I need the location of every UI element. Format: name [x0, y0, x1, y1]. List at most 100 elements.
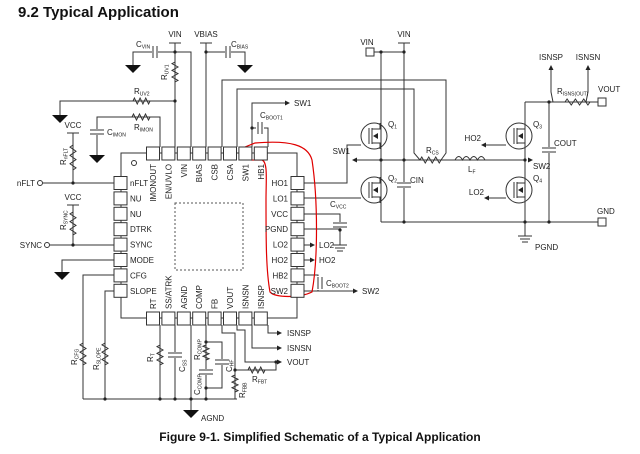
label-isnsp_top: ISNSP [539, 53, 563, 62]
terminal-box [597, 97, 607, 107]
wire [304, 144, 361, 184]
label-ruv2: RUV2 [134, 87, 150, 98]
label-vout_box: VOUT [598, 85, 620, 94]
resistor [131, 112, 151, 122]
label-rcs: RCS [426, 146, 439, 157]
pin-label: PGND [265, 225, 288, 234]
junction-dot [547, 220, 551, 224]
pin-isnsn [238, 311, 253, 326]
ground-symbol [125, 65, 141, 73]
wire [221, 325, 236, 399]
wire [132, 51, 175, 65]
pin-label: BIAS [195, 164, 204, 182]
label-sync_in: SYNC [20, 241, 42, 250]
label-lo2_out: LO2 [319, 241, 335, 250]
resistor [201, 344, 211, 361]
arrow-right-icon [353, 288, 358, 294]
label-rcfg: RCFG [70, 349, 81, 365]
mosfet-q2-arrow [373, 187, 378, 193]
pin-lo2 [290, 237, 305, 252]
arrow-right-icon [528, 157, 533, 163]
junction-dot [204, 50, 208, 54]
terminal-box [597, 217, 607, 227]
pin-label: HO1 [272, 179, 289, 188]
label-vout_out: VOUT [287, 358, 309, 367]
arrow-right-icon [285, 100, 290, 106]
label-rsync: RSYNC [59, 210, 70, 230]
pin-lo1 [290, 191, 305, 206]
resistor [69, 211, 77, 236]
capacitor-gap [199, 369, 213, 375]
pin-label: HB1 [257, 163, 266, 179]
pin-label: IMONOUT [149, 164, 158, 202]
label-rslope: RSLOPE [92, 347, 103, 370]
junction-dot [71, 181, 75, 185]
label-sw1_node: SW1 [333, 147, 351, 156]
mosfet-q1-drain [372, 123, 381, 130]
pin-label: VIN [180, 164, 189, 178]
pin-slope [113, 283, 128, 298]
wire [267, 325, 279, 334]
label-cboot1: CBOOT1 [260, 111, 283, 122]
capacitor-gap [168, 352, 182, 358]
pin-nu [113, 206, 128, 221]
pin-label: NU [130, 210, 142, 219]
pin-ho1 [290, 176, 305, 190]
pin-label: SS/ATRK [164, 275, 173, 309]
capacitor-gap [152, 45, 158, 59]
pin-comp [192, 311, 207, 326]
pin-label: AGND [180, 286, 189, 309]
pin-label: MODE [130, 256, 154, 265]
capacitor-gap [257, 121, 263, 135]
resistor [170, 61, 180, 83]
label-ho2_out: HO2 [319, 256, 336, 265]
wire [174, 43, 192, 147]
pin-label: NU [130, 194, 142, 203]
wire [96, 116, 161, 160]
wire [104, 290, 114, 399]
label-q4: Q4 [533, 174, 542, 185]
arrow-right-icon [277, 330, 282, 336]
pin-mode [113, 253, 128, 267]
pin-hb2 [290, 268, 305, 283]
capacitor-gap [90, 129, 104, 135]
pin-label: EN/UVLO [164, 164, 173, 199]
label-gnd_box: GND [597, 207, 615, 216]
arrow-right-icon [310, 242, 315, 248]
pin-label: CSA [226, 163, 235, 180]
pin-label: CFG [130, 271, 147, 280]
junction-dot [173, 50, 177, 54]
label-nflt_in: nFLT [17, 179, 35, 188]
pin-label: SYNC [130, 241, 152, 250]
wire [236, 325, 279, 363]
thermal-pad [174, 202, 244, 271]
arrow-left-icon [481, 142, 486, 148]
pin-label: VCC [271, 210, 288, 219]
label-ho2_gate: HO2 [465, 134, 482, 143]
terminal-circle [37, 180, 43, 186]
pin-vcc [290, 206, 305, 221]
wire [221, 79, 447, 161]
label-lo2_gate: LO2 [469, 188, 485, 197]
ic-pins [113, 146, 305, 326]
pin-agnd [176, 311, 191, 326]
resistor [155, 344, 165, 366]
mosfet-q3-drain [517, 123, 526, 130]
arrow-left-icon [484, 195, 489, 201]
wire [550, 70, 554, 103]
pin-vout [223, 311, 237, 326]
label-isnsn_top: ISNSN [576, 53, 601, 62]
pin-cfg [113, 268, 128, 283]
label-sw2_node: SW2 [533, 162, 551, 171]
pin-hb1 [253, 146, 268, 161]
label-pgnd: PGND [535, 243, 558, 252]
junction-dot [189, 397, 193, 401]
label-vbias: VBIAS [194, 30, 218, 39]
wire [82, 274, 114, 399]
wire [304, 274, 319, 291]
pin-label: SW2 [271, 287, 289, 296]
ground-symbol [52, 115, 68, 123]
wire [61, 259, 114, 272]
label-isnsp_out: ISNSP [287, 329, 311, 338]
